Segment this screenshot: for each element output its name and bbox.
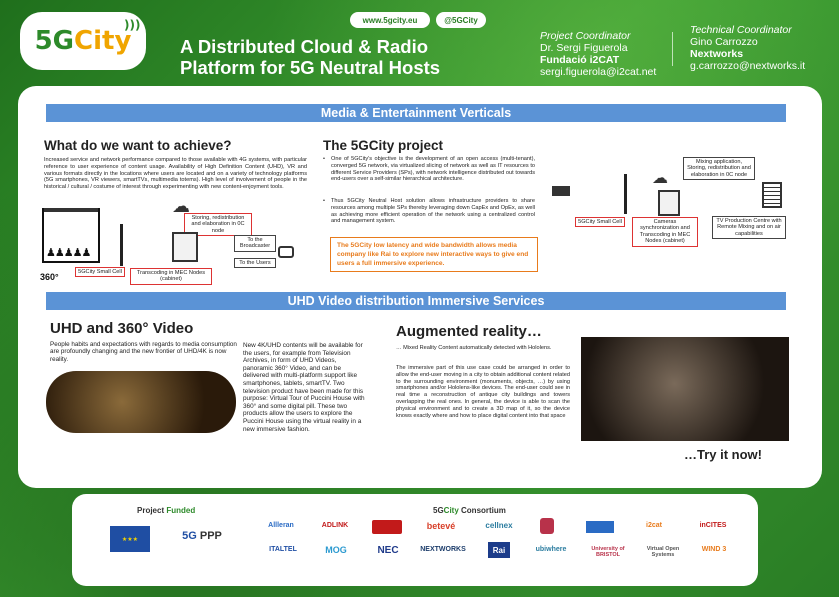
mixing-box: Mixing application, Storing, redistribut… (683, 157, 755, 181)
5g-ppp-logo: 5G PPP (182, 530, 222, 542)
technical-coordinator: Technical Coordinator Gino Carrozzo Next… (690, 24, 806, 72)
what-body: Increased service and network performanc… (44, 157, 307, 191)
heading-uhd: UHD and 360° Video (50, 320, 194, 337)
project-coordinator: Project Coordinator Dr. Sergi Figuerola … (540, 30, 657, 78)
broadcaster-box: To the Broadcaster (234, 235, 276, 252)
uhd-intro: People habits and expectations with rega… (50, 341, 237, 363)
email-link[interactable]: g.carrozzo@nextworks.it (690, 60, 806, 72)
wifi-icon: ))) (124, 18, 141, 32)
section-bar-media: Media & Entertainment Verticals (46, 104, 786, 122)
project-bullet-1: •One of 5GCity's objective is the develo… (323, 156, 535, 183)
partner-logo: NEC (377, 545, 399, 556)
heading-ar: Augmented reality… (396, 323, 542, 340)
footer-panel (72, 494, 758, 586)
partner-logo (586, 521, 614, 533)
divider (672, 32, 673, 66)
camera-sync-label: Cameras synchronization and Transcoding … (632, 217, 698, 247)
project-bullet-2: •Thus 5GCity Neutral Host solution allow… (323, 198, 535, 225)
uhd-body: New 4K/UHD contents will be available fo… (243, 342, 365, 433)
partner-logo: MOG (325, 545, 347, 555)
cloud-server-icon: ☁ (172, 196, 190, 216)
panorama-360-image (46, 371, 236, 433)
try-it-now[interactable]: …Try it now! (684, 447, 762, 462)
partner-logo: inCITES (699, 522, 727, 529)
partner-logo: ADLINK (321, 522, 349, 529)
partner-logo: i2cat (646, 522, 662, 529)
hololens-image (581, 337, 789, 441)
partner-logo: University of BRISTOL (591, 546, 625, 558)
building-icon (762, 182, 782, 208)
partner-logo: ubiwhere (535, 546, 567, 553)
partner-logo: NEXTWORKS (420, 546, 466, 553)
website-link[interactable]: www.5gcity.eu (350, 12, 430, 28)
badge-360: 360° (40, 272, 59, 282)
small-cell-label: 5GCity Small Cell (75, 267, 125, 278)
stage-illustration (42, 208, 100, 263)
street-lamp-icon (120, 224, 123, 266)
heading-project: The 5GCity project (323, 138, 444, 153)
partner-logo: WIND 3 (701, 546, 727, 553)
crowd-icon: ♟♟♟♟♟ (46, 247, 91, 259)
partner-logo: ITALTEL (269, 546, 297, 553)
partner-logo (540, 518, 554, 534)
partner-logo: betevé (426, 521, 456, 531)
partner-logo (372, 520, 402, 534)
cloud-server-icon: ☁ (652, 170, 668, 187)
section-bar-uhd: UHD Video distribution Immersive Service… (46, 292, 786, 310)
camera-icon (552, 186, 570, 196)
email-link[interactable]: sergi.figuerola@i2cat.net (540, 66, 657, 78)
storing-box: Storing, redistribution and elaboration … (184, 213, 252, 237)
partner-logo: Rai (488, 542, 510, 558)
eu-flag: ★★★ (110, 526, 150, 552)
project-funded-label: Project Funded (137, 506, 196, 515)
heading-what: What do we want to achieve? (44, 138, 232, 153)
ar-body: The immersive part of this use case coul… (396, 365, 570, 419)
small-cell-label: 5GCity Small Cell (575, 217, 625, 228)
street-lamp-icon (624, 174, 627, 214)
cabinet-icon (172, 232, 198, 262)
tv-centre-label: TV Production Centre with Remote Mixing … (712, 216, 786, 240)
consortium-label: 5GCity Consortium (433, 506, 506, 515)
twitter-link[interactable]: @5GCity (436, 12, 486, 28)
partner-logo: cellnex (485, 521, 513, 530)
ar-line1: … Mixed Reality Content automatically de… (396, 345, 552, 351)
partner-logo: Allleran (268, 522, 294, 529)
cabinet-icon (658, 190, 680, 216)
poster-title: A Distributed Cloud & Radio Platform for… (180, 36, 441, 78)
vr-headset-icon (278, 246, 294, 258)
users-box: To the Users (234, 258, 276, 269)
transcoding-label: Transcoding in MEC Nodes (cabinet) (130, 268, 212, 285)
rai-highlight: The 5GCity low latency and wide bandwidt… (330, 237, 538, 272)
partner-logo: Virtual Open Systems (646, 546, 680, 558)
